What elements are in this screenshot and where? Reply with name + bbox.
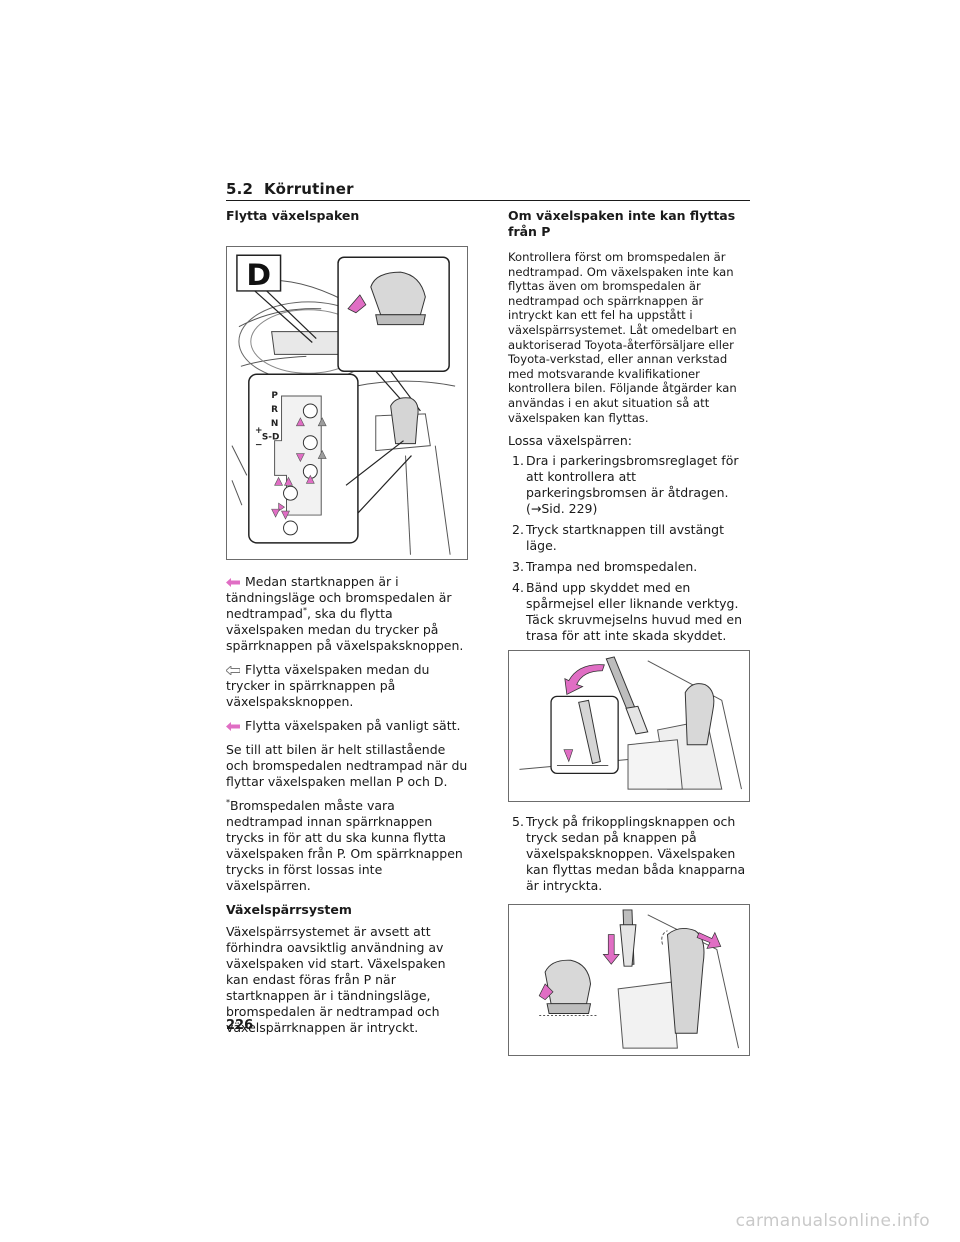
step-number: 2. — [512, 522, 524, 538]
pink-arrow-icon — [226, 578, 240, 587]
section-header: 5.2 Körrutiner — [226, 180, 750, 201]
stationary-note: Se till att bilen är helt stillastående … — [226, 742, 468, 789]
step-3: 3.Trampa ned bromspedalen. — [508, 559, 750, 575]
step-5: 5.Tryck på frikopplingsknappen och tryck… — [508, 814, 750, 894]
footnote: *Bromspedalen måste vara nedtrampad inna… — [226, 798, 468, 894]
shift-lock-body: Växelspärrsystemet är avsett att förhind… — [226, 924, 446, 1035]
release-button-drawing — [538, 909, 740, 1049]
release-button-illustration — [508, 904, 750, 1057]
watermark: carmanualsonline.info — [735, 1211, 930, 1231]
footnote-mark: * — [226, 798, 230, 807]
step-text: Trampa ned bromspedalen. — [526, 559, 698, 575]
step-1: 1.Dra i parkeringsbromsreglaget för att … — [508, 453, 750, 517]
left-column: Flytta växelspaken — [226, 208, 468, 1044]
gear-badge-label: D — [246, 258, 271, 293]
right-intro: Kontrollera först om bromspedalen är ned… — [508, 250, 737, 425]
legend-text-1b: , ska du flytta växelspaken medan du try… — [226, 606, 464, 653]
legend-sup: * — [302, 606, 307, 615]
step-2: 2.Tryck startknappen till avstängt läge. — [508, 522, 750, 554]
step-number: 1. — [512, 453, 524, 469]
gear-minus: − — [255, 441, 262, 451]
gear-lever-illustration: D — [226, 246, 468, 560]
gear-letter-n: N — [271, 419, 278, 429]
step-number: 4. — [512, 580, 524, 596]
right-heading: Om växelspaken inte kan flyttas från P — [508, 208, 736, 239]
footnote-text: Bromspedalen måste vara nedtrampad innan… — [226, 798, 463, 893]
section-title: 5.2 Körrutiner — [226, 180, 750, 198]
step-text: Tryck startknappen till avstängt läge. — [526, 522, 724, 554]
legend-item-3: Flytta växelspaken på vanligt sätt. — [226, 718, 468, 734]
step-text: Bänd upp skyddet med en spårmejsel eller… — [526, 580, 743, 644]
legend-text-3: Flytta växelspaken på vanligt sätt. — [245, 718, 461, 733]
pry-cover-drawing — [519, 656, 742, 790]
step-4: 4.Bänd upp skyddet med en spårmejsel ell… — [508, 580, 750, 644]
pry-cover-illustration — [508, 650, 750, 803]
gear-lever-drawing: D — [231, 254, 456, 555]
step-number: 5. — [512, 814, 524, 830]
gear-letter-r: R — [271, 405, 278, 415]
gear-letter-p: P — [271, 391, 278, 401]
legend-text-2: Flytta växelspaken medan du trycker in s… — [226, 662, 430, 709]
gray-arrow-icon — [226, 666, 240, 675]
gear-plus: + — [255, 426, 262, 436]
left-heading: Flytta växelspaken — [226, 208, 360, 223]
step-text: Tryck på frikopplingsknappen och tryck s… — [526, 814, 746, 894]
step-text: Dra i parkeringsbromsreglaget för att ko… — [526, 453, 739, 517]
right-column: Om växelspaken inte kan flyttas från P K… — [508, 208, 750, 1057]
release-steps: 1.Dra i parkeringsbromsreglaget för att … — [508, 453, 750, 644]
page-number: 226 — [226, 1018, 254, 1033]
section-number: 5.2 — [226, 180, 254, 198]
gear-letter-sd: S-D — [262, 433, 280, 443]
pink-arrow-icon — [226, 722, 240, 731]
legend-item-1: Medan startknappen är i tändningsläge oc… — [226, 574, 468, 654]
section-name: Körrutiner — [264, 180, 354, 198]
release-step-5: 5.Tryck på frikopplingsknappen och tryck… — [508, 814, 750, 894]
legend-text-1: Medan startknappen är i tändningsläge oc… — [226, 574, 452, 621]
legend-item-2: Flytta växelspaken medan du trycker in s… — [226, 662, 468, 710]
shift-lock-heading: Växelspärrsystem — [226, 902, 352, 917]
release-title: Lossa växelspärren: — [508, 433, 632, 449]
step-number: 3. — [512, 559, 524, 575]
